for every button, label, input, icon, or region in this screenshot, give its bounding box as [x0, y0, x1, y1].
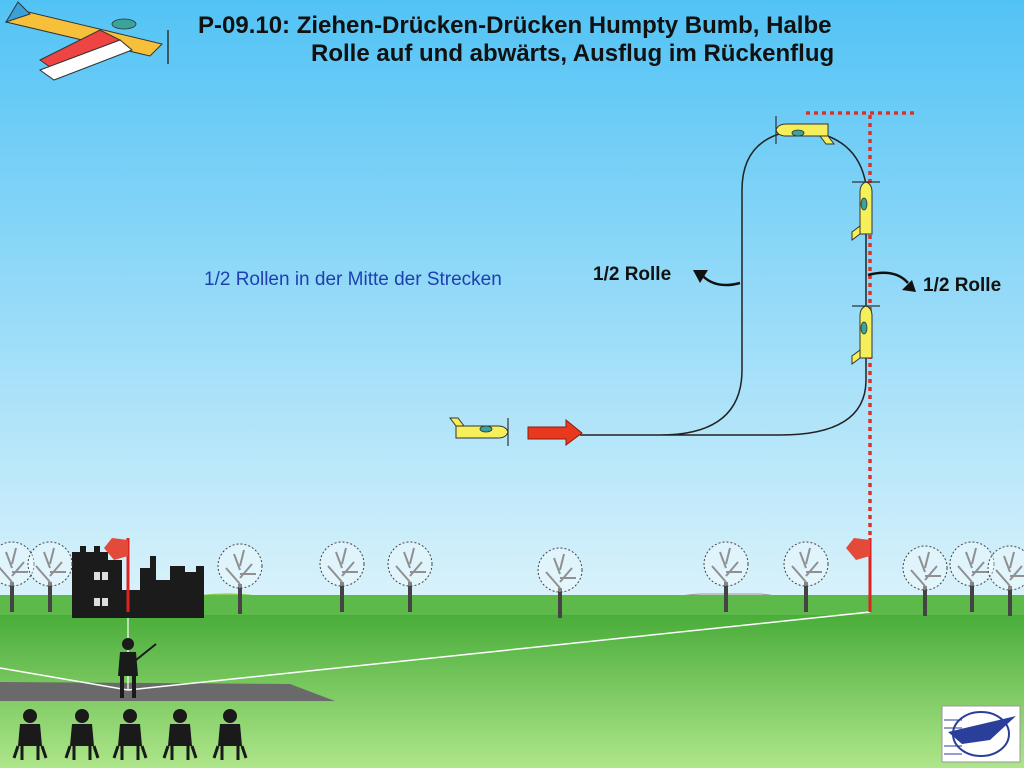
- flag-icon: [104, 538, 130, 612]
- logo-plane-icon: [4, 1, 169, 81]
- roll-arrow-left-head: [693, 270, 708, 283]
- emblem-icon: [941, 705, 1021, 763]
- guide-line-left: [0, 667, 129, 691]
- runway: [0, 682, 335, 701]
- sky: [0, 0, 1024, 600]
- guide-line-right: [127, 611, 871, 691]
- flag-icon: [846, 538, 872, 612]
- castle-icon: [72, 546, 204, 618]
- title-line-1: P-09.10: Ziehen-Drücken-Drücken Humpty B…: [198, 12, 832, 39]
- title-line-2: Rolle auf und abwärts, Ausflug im Rücken…: [311, 40, 835, 67]
- entry-arrow-icon: [527, 418, 583, 446]
- grass-strip: [0, 595, 1024, 617]
- roll-label-right: 1/2 Rolle: [923, 275, 1002, 296]
- roll-label-left: 1/2 Rolle: [593, 264, 672, 285]
- roll-arrow-right: [867, 271, 909, 284]
- page-title: P-09.10: Ziehen-Drücken-Drücken Humpty B…: [198, 12, 998, 68]
- roll-note: 1/2 Rollen in der Mitte der Strecken: [204, 269, 502, 290]
- roll-arrow-right-head: [902, 280, 916, 292]
- pilot-icon: [118, 638, 157, 698]
